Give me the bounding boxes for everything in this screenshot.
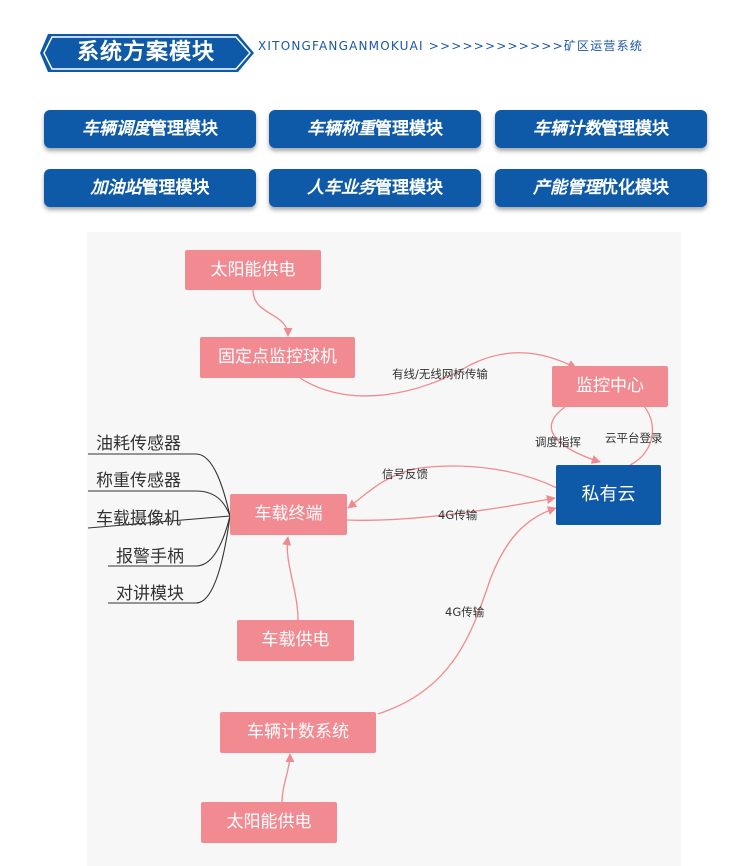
node-private-cloud: 私有云 xyxy=(556,465,661,525)
module-keyword: 车辆称重 xyxy=(307,119,375,139)
edge-monitor-to-cloud xyxy=(550,406,601,464)
node-counting-system: 车辆计数系统 xyxy=(220,712,376,753)
node-fixed-camera: 固定点监控球机 xyxy=(200,337,355,378)
sensor-link-alarm xyxy=(108,515,231,567)
label-4g-terminal: 4G传输 xyxy=(438,508,478,522)
module-gas-station[interactable]: 加油站管理模块 xyxy=(44,169,256,207)
section-subtitle: XITONGFANGANMOKUAI >>>>>>>>>>>>矿区运营系统 xyxy=(258,39,644,53)
sensor-intercom-module: 对讲模块 xyxy=(116,584,184,604)
module-keyword: 人车业务 xyxy=(307,178,375,198)
sensor-link-weigh xyxy=(88,490,231,517)
node-vehicle-terminal: 车载终端 xyxy=(230,494,347,535)
sensor-oil-consumption: 油耗传感器 xyxy=(96,434,181,454)
module-personnel-vehicle[interactable]: 人车业务管理模块 xyxy=(269,169,481,207)
node-monitor-center: 监控中心 xyxy=(552,366,668,407)
edge-solar-to-camera xyxy=(252,289,293,337)
label-dispatch-command: 调度指挥 xyxy=(535,435,581,449)
module-capacity-optimization[interactable]: 产能管理优化模块 xyxy=(495,169,707,207)
module-suffix: 管理模块 xyxy=(375,178,443,198)
sensor-vehicle-camera: 车载摄像机 xyxy=(96,509,181,529)
module-keyword: 产能管理 xyxy=(533,178,601,198)
sensor-link-camera xyxy=(87,515,231,529)
node-vehicle-power: 车载供电 xyxy=(237,620,354,661)
module-suffix: 管理模块 xyxy=(375,119,443,139)
node-solar-power-bottom: 太阳能供电 xyxy=(201,802,337,843)
label-4g-counting: 4G传输 xyxy=(445,605,485,619)
section-title: 系统方案模块 xyxy=(76,40,215,65)
module-keyword: 加油站 xyxy=(90,178,142,198)
section-banner xyxy=(40,34,254,72)
label-cloud-login: 云平台登录 xyxy=(605,431,663,445)
module-vehicle-dispatch[interactable]: 车辆调度管理模块 xyxy=(44,110,256,148)
node-solar-power-top: 太阳能供电 xyxy=(185,250,321,290)
module-keyword: 车辆计数 xyxy=(533,119,601,139)
edge-power-to-terminal xyxy=(282,536,299,621)
module-suffix: 管理模块 xyxy=(141,178,210,198)
edge-terminal-to-cloud xyxy=(346,495,556,521)
sensor-weighing: 称重传感器 xyxy=(96,471,181,491)
diagram-canvas xyxy=(87,232,681,866)
edge-cloud-to-terminal xyxy=(347,465,558,509)
module-keyword: 车辆调度 xyxy=(82,119,150,139)
module-suffix: 管理模块 xyxy=(150,119,218,139)
sensor-link-oil xyxy=(88,453,231,517)
sensor-alarm-handle: 报警手柄 xyxy=(116,547,184,567)
module-suffix: 优化模块 xyxy=(601,178,669,198)
module-vehicle-weighing[interactable]: 车辆称重管理模块 xyxy=(269,110,481,148)
label-wireless-bridge: 有线/无线网桥传输 xyxy=(392,367,488,381)
edge-camera-to-monitor xyxy=(299,352,577,397)
module-suffix: 管理模块 xyxy=(601,119,669,139)
label-signal-feedback: 信号反馈 xyxy=(382,467,428,481)
edge-counting-to-cloud xyxy=(377,506,557,715)
module-vehicle-counting[interactable]: 车辆计数管理模块 xyxy=(495,110,707,148)
edge-solar-to-counting xyxy=(281,753,295,803)
sensor-link-intercom xyxy=(108,515,231,604)
